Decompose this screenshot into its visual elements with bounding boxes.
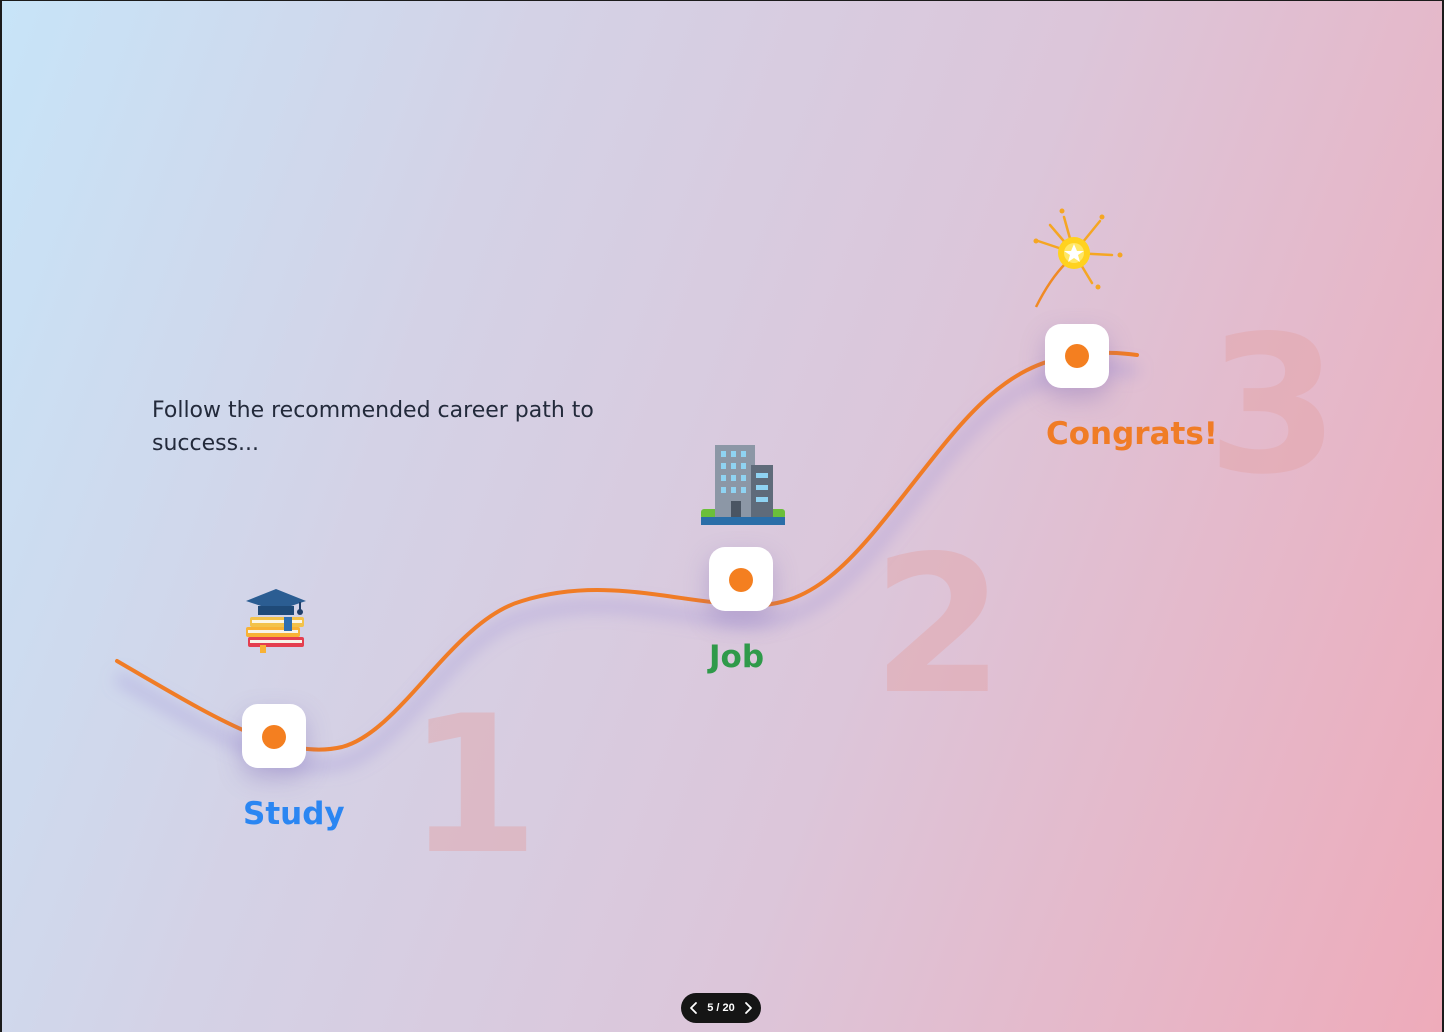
slide-pager: 5 / 20	[681, 993, 761, 1023]
step-node-dot	[262, 725, 286, 749]
step-node-dot	[1065, 344, 1089, 368]
step-node-study[interactable]	[242, 704, 306, 768]
step-label-study: Study	[243, 796, 345, 832]
chevron-right-icon[interactable]	[741, 998, 755, 1018]
step-label-congrats: Congrats!	[1046, 416, 1218, 452]
step-number-1: 1	[407, 675, 540, 896]
step-node-job[interactable]	[709, 547, 773, 611]
chevron-left-icon[interactable]	[687, 998, 701, 1018]
page-counter: 5 / 20	[707, 1002, 735, 1014]
graduation-books-icon	[244, 587, 308, 658]
firework-sparkler-icon	[1030, 205, 1126, 316]
step-label-job: Job	[709, 639, 765, 675]
step-node-dot	[729, 568, 753, 592]
step-node-congrats[interactable]	[1045, 324, 1109, 388]
office-building-icon	[701, 443, 785, 532]
intro-text: Follow the recommended career path to su…	[152, 398, 594, 456]
step-number-3: 3	[1207, 295, 1340, 516]
step-number-2: 2	[872, 515, 1005, 736]
